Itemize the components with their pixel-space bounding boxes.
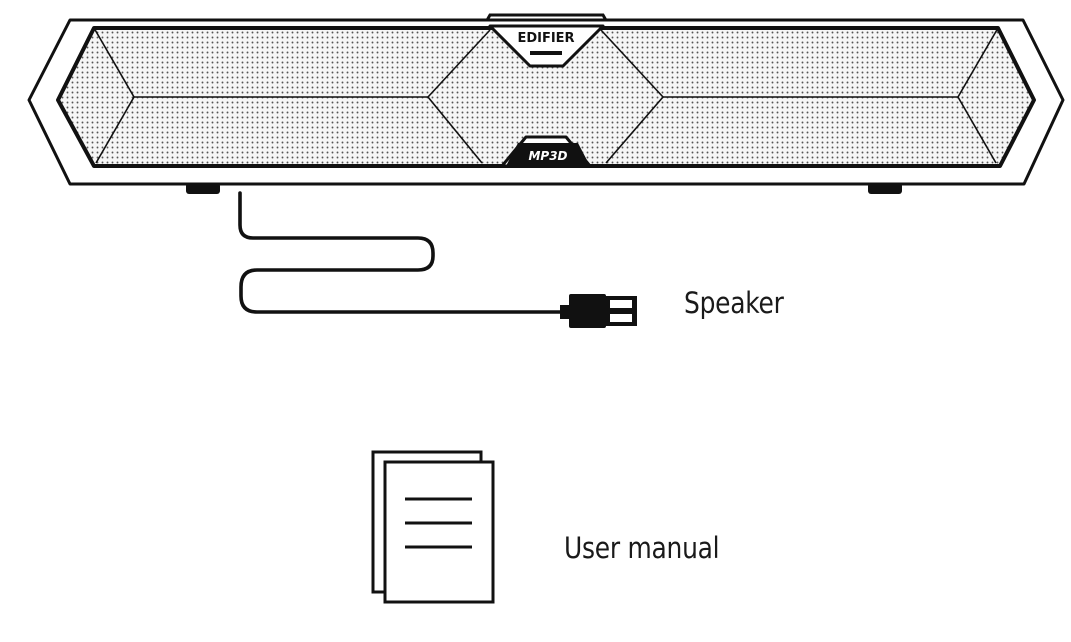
user-manual-illustration <box>371 450 495 604</box>
manual-front-page <box>383 460 495 604</box>
grille-facets <box>93 27 999 164</box>
speaker-illustration: EDIFIER MP3D <box>27 13 1065 328</box>
speaker-label: Speaker <box>684 286 784 320</box>
speaker-foot-left <box>186 183 220 194</box>
edifier-logo: EDIFIER <box>517 31 574 46</box>
speaker-foot-right <box>868 183 902 194</box>
usb-cable <box>238 191 567 314</box>
model-logo-badge: MP3D <box>500 135 592 168</box>
edifier-logo-badge: EDIFIER <box>488 24 605 68</box>
user-manual-label: User manual <box>564 531 720 565</box>
model-logo: MP3D <box>528 149 567 163</box>
manual-text-lines <box>405 497 472 549</box>
usb-plug <box>560 294 637 328</box>
